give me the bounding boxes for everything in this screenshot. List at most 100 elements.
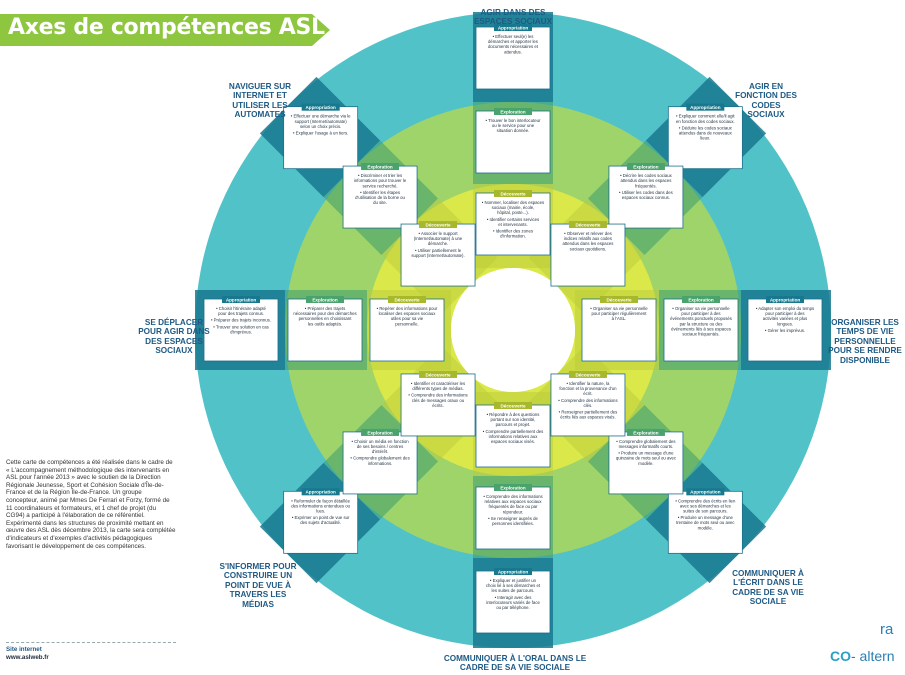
competence-box-nw_dec: Découverte• Associer le support(Internet…	[400, 221, 476, 287]
competence-box-frame	[287, 298, 363, 362]
level-tab	[494, 190, 532, 197]
competence-text-line: d'information.	[500, 234, 526, 239]
competence-box-s_dec: Découverte• Répondre à des questionsport…	[475, 402, 551, 468]
level-label: Exploration	[312, 297, 337, 302]
competence-text-line: situation donnée.	[497, 128, 530, 133]
competence-box-ne_dec: Découverte• Observer et relever desindic…	[550, 221, 626, 287]
competence-text-line: (Internet/automate) à une	[414, 236, 463, 241]
competence-text-line: quinzaine de mots seul ou avec	[616, 456, 677, 461]
competence-text-line: • Produire un message d'une	[618, 451, 674, 456]
competence-text-line: lieux.	[700, 136, 710, 141]
competence-box-frame	[608, 431, 684, 495]
competence-box-frame	[475, 192, 551, 256]
competence-text-line: • Comprendre partiellement des	[483, 429, 544, 434]
competence-text-line: • Repérer des informations pour	[377, 306, 438, 311]
competence-box-frame	[550, 373, 626, 437]
competence-box-sw_dec: Découverte• Identifier et caractériser l…	[400, 370, 476, 437]
competence-text-line: ou par téléphone.	[496, 605, 529, 610]
level-label: Exploration	[500, 485, 525, 490]
competence-box-w_dec: Découverte• Repérer des informations pou…	[369, 296, 445, 362]
axis-label-southwest: S'INFORMER POUR CONSTRUIRE UN POINT DE V…	[219, 562, 297, 609]
competence-text-line: • Reformuler de façon détaillée	[291, 498, 350, 503]
competence-text-line: personnelle.	[395, 321, 418, 326]
competence-text-line: personnelles en choisissant	[299, 316, 353, 321]
competence-text-line: répondeur.	[503, 509, 524, 514]
competence-box-frame	[342, 431, 418, 495]
competence-box-frame	[667, 106, 743, 170]
competence-text-line: • Choisir l'itinéraire adapté	[216, 306, 266, 311]
level-tab	[626, 163, 665, 171]
competence-text-line: ou le service pour une	[492, 123, 535, 128]
level-label: Appropriation	[690, 490, 721, 495]
competence-text-line: pour participer à des	[681, 311, 720, 316]
competence-box-nw_exp: Exploration• Discriminer et trier lesinf…	[342, 163, 418, 229]
competence-text-line: modèle.	[638, 461, 653, 466]
level-tab	[301, 103, 340, 111]
competence-text-line: à l'ASL.	[612, 316, 627, 321]
alternatives-logo: CO- altern	[830, 648, 895, 664]
competence-box-se_dec: Découverte• Identifier la nature, lafonc…	[550, 370, 626, 437]
level-tab	[222, 296, 260, 303]
title-banner	[0, 14, 330, 46]
competence-text-line: • Trouver une solution en cas	[213, 324, 269, 329]
competence-text-line: lues.	[316, 509, 325, 514]
competence-text-line: modèle.	[698, 525, 713, 530]
competence-text-line: par la structure ou des	[680, 321, 723, 326]
logo-wordmark: - altern	[851, 648, 895, 664]
competence-text-line: • Discriminer et trier les	[358, 173, 402, 178]
competence-box-s_exp: Exploration• Comprendre des informations…	[475, 484, 551, 550]
competence-text-line: espaces sociaux visés.	[491, 439, 535, 444]
competence-box-e_dec: Découverte• Organiser sa vie personnelle…	[581, 296, 657, 362]
website-url-link[interactable]: www.aslweb.fr	[6, 653, 49, 661]
competence-text-line: attendus dans les espaces	[563, 241, 614, 246]
competence-box-frame	[400, 223, 476, 287]
level-label: Exploration	[367, 164, 392, 169]
competence-text-line: • Exprimer un point de vue sur	[292, 515, 350, 520]
competence-text-line: d'imprévus.	[230, 329, 252, 334]
competence-box-frame	[475, 26, 551, 90]
competence-text-line: démarches et apporter les	[488, 39, 538, 44]
page-title: Axes de compétences ASL	[8, 15, 325, 40]
competence-box-nw_app: Appropriation• Effectuer une démarche vi…	[283, 103, 359, 170]
competence-text-line: espaces sociaux connus.	[622, 195, 670, 200]
competence-text-line: • Effectuer seul(e) les	[493, 34, 534, 39]
competence-text-line: nécessaires pour des démarches	[293, 311, 356, 316]
competence-text-line: • Préparer des trajets	[305, 306, 345, 311]
competence-box-frame	[667, 490, 743, 554]
competence-box-frame	[283, 490, 359, 554]
level-tab	[388, 296, 426, 303]
competence-text-line: fréquentés.	[635, 183, 657, 188]
competence-text-line: informations.	[368, 461, 393, 466]
competence-text-line: longues.	[777, 321, 793, 326]
competence-box-frame	[475, 570, 551, 634]
competence-text-line: • Comprendre globalement des	[350, 456, 409, 461]
competence-box-frame	[747, 298, 823, 362]
level-label: Découverte	[575, 372, 600, 377]
competence-text-line: • Identifier et caractériser les	[411, 381, 465, 386]
competence-text-line: messages informatifs courts.	[619, 444, 674, 449]
competence-text-line: • Interagir avec des	[495, 595, 532, 600]
level-label: Exploration	[633, 164, 658, 169]
logo-mark: CO	[830, 648, 851, 664]
competence-text-line: support (Internet/automate)	[295, 119, 348, 124]
competence-text-line: choix lié à ses démarches et	[486, 583, 541, 588]
competence-text-line: • Identifier certains services	[487, 217, 539, 222]
competence-text-line: sociaux (mairie, école,	[492, 205, 535, 210]
level-tab	[568, 370, 607, 378]
competence-text-line: écrits liés aux espaces visés.	[560, 415, 615, 420]
axis-label-northwest: NAVIGUER SUR INTERNET ET UTILISER LES AU…	[228, 82, 292, 120]
competence-box-ne_exp: Exploration• Décrire les codes sociauxat…	[608, 163, 684, 229]
competence-text-line: • Trouver le bon interlocuteur	[485, 118, 541, 123]
competence-text-line: portant sur son identité,	[491, 417, 536, 422]
project-description: Cette carte de compétences a été réalisé…	[6, 459, 176, 550]
competence-text-line: sociaux fréquentés.	[682, 332, 719, 337]
competence-box-se_exp: Exploration• Comprendre globalement desm…	[608, 428, 684, 495]
competence-text-line: activités variées et plus	[763, 316, 807, 321]
competence-box-n_exp: Exploration• Trouver le bon interlocuteu…	[475, 108, 551, 174]
competence-text-line: • Décrire les codes sociaux	[620, 173, 673, 178]
competence-text-line: fonction et la provenance d'un	[559, 386, 617, 391]
level-tab	[626, 428, 665, 436]
level-label: Appropriation	[498, 25, 529, 30]
competence-box-frame	[342, 165, 418, 229]
competence-text-line: fréquentés de face ou par	[489, 504, 539, 509]
